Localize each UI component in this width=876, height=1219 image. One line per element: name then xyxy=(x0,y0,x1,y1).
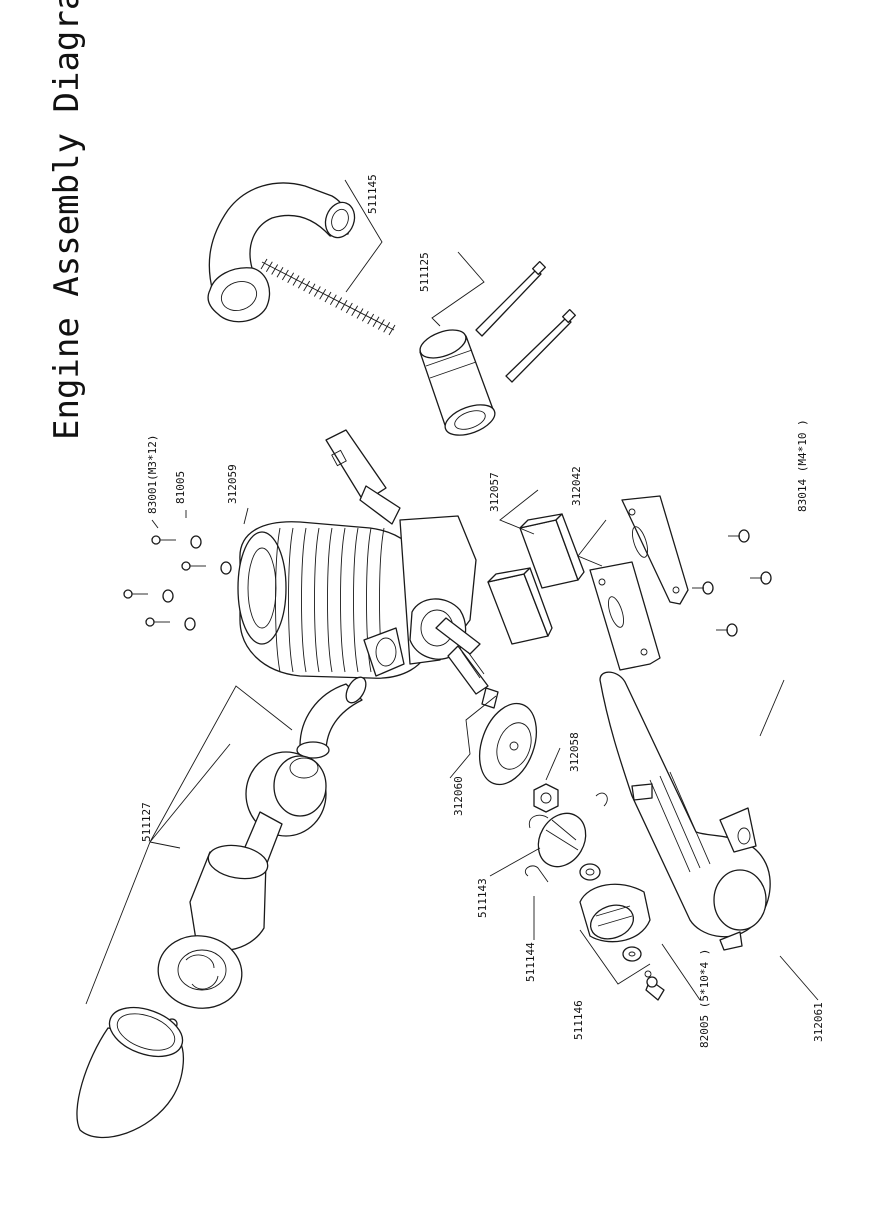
cooling-fin xyxy=(340,527,346,673)
label-511144: 511144 xyxy=(524,942,537,982)
intake-manifold xyxy=(296,627,405,759)
spring-coil xyxy=(265,261,273,272)
spring-coil xyxy=(271,264,279,275)
label-511146: 511146 xyxy=(572,1000,585,1040)
spring-coil xyxy=(276,267,284,278)
spring-coil xyxy=(335,297,343,308)
label-511125: 511125 xyxy=(418,252,431,292)
cooling-fin xyxy=(366,527,372,673)
spring-coil xyxy=(345,302,353,314)
spring-coil xyxy=(260,258,268,270)
label-81005: 81005 xyxy=(174,471,187,504)
spring-coil xyxy=(377,319,385,330)
screw-head xyxy=(123,589,133,599)
spring-coil xyxy=(313,286,321,297)
spring-coil xyxy=(356,308,364,319)
spring-coil xyxy=(324,291,332,303)
label-82005: 82005 (5*10*4 ) xyxy=(698,949,711,1048)
spring-coil xyxy=(319,289,327,300)
label-511127: 511127 xyxy=(140,802,153,842)
label-312061: 312061 xyxy=(812,1002,825,1042)
air-filter-cover xyxy=(76,1006,185,1139)
spring-coil xyxy=(340,300,348,311)
pull-starter xyxy=(599,671,771,951)
cooling-fin xyxy=(275,527,281,673)
screw-head xyxy=(151,535,161,545)
exhaust-header-pipe xyxy=(207,182,356,323)
screw-head xyxy=(760,571,772,585)
carburetor-body xyxy=(325,429,401,525)
air-filter-base xyxy=(235,751,327,877)
zip-ties xyxy=(475,260,577,383)
clutch-screw xyxy=(644,970,665,1001)
mount-screws xyxy=(123,535,232,631)
screw-head xyxy=(726,623,738,637)
washer xyxy=(184,617,196,631)
screw-head xyxy=(181,561,191,571)
spring-coil xyxy=(292,275,300,286)
cooling-fin xyxy=(301,527,307,673)
spring-coil xyxy=(308,283,316,294)
spring-coil xyxy=(281,269,289,281)
part-labels: 511145 511125 83001(M3*12) 81005 312059 … xyxy=(140,174,825,1048)
air-filter-foam xyxy=(189,844,269,952)
spring-coil xyxy=(351,305,359,316)
washer xyxy=(162,589,174,603)
engine-block xyxy=(237,515,489,695)
screw-head xyxy=(145,617,155,627)
washer xyxy=(220,561,232,575)
exhaust-spring xyxy=(260,258,396,336)
clutch-bell xyxy=(579,883,651,943)
label-312059: 312059 xyxy=(226,464,239,504)
spring-coil xyxy=(367,313,375,325)
label-312060: 312060 xyxy=(452,776,465,816)
diagram-title: Engine Assembly Diagram xyxy=(47,0,87,440)
screw-head xyxy=(702,581,714,595)
silicone-coupler xyxy=(419,329,496,436)
bearing-82005 xyxy=(622,946,642,962)
label-83014: 83014 (M4*10 ) xyxy=(796,419,809,512)
cooling-fin xyxy=(288,527,294,673)
cooling-fin xyxy=(327,527,333,673)
clutch-bearing xyxy=(579,863,601,881)
leader-lines xyxy=(85,179,819,1005)
spring-coil xyxy=(372,316,380,327)
washer xyxy=(190,535,202,549)
flywheel xyxy=(479,687,537,786)
spring-coil xyxy=(361,311,369,322)
mount-screws-m4 xyxy=(692,529,772,637)
clutch-shoe xyxy=(537,812,587,868)
cooling-fin xyxy=(314,527,320,673)
cooling-fin xyxy=(353,527,359,673)
clutch-springs xyxy=(524,792,608,883)
spring-coil xyxy=(287,272,295,283)
spring-coil xyxy=(329,294,337,305)
spring-coil xyxy=(383,322,391,333)
spring-coil xyxy=(303,280,311,292)
label-83001: 83001(M3*12) xyxy=(146,435,159,514)
label-312058: 312058 xyxy=(568,732,581,772)
label-511145: 511145 xyxy=(366,174,379,214)
label-511143: 511143 xyxy=(476,878,489,918)
mount-plates xyxy=(589,495,689,671)
screw-head xyxy=(738,529,750,543)
label-312042: 312042 xyxy=(570,466,583,506)
air-filter-cap xyxy=(157,935,243,1030)
spring-coil xyxy=(388,324,396,336)
clutch-nut xyxy=(533,783,559,813)
mount-blocks xyxy=(487,513,585,645)
spring-coil xyxy=(297,278,305,289)
label-312057: 312057 xyxy=(488,472,501,512)
